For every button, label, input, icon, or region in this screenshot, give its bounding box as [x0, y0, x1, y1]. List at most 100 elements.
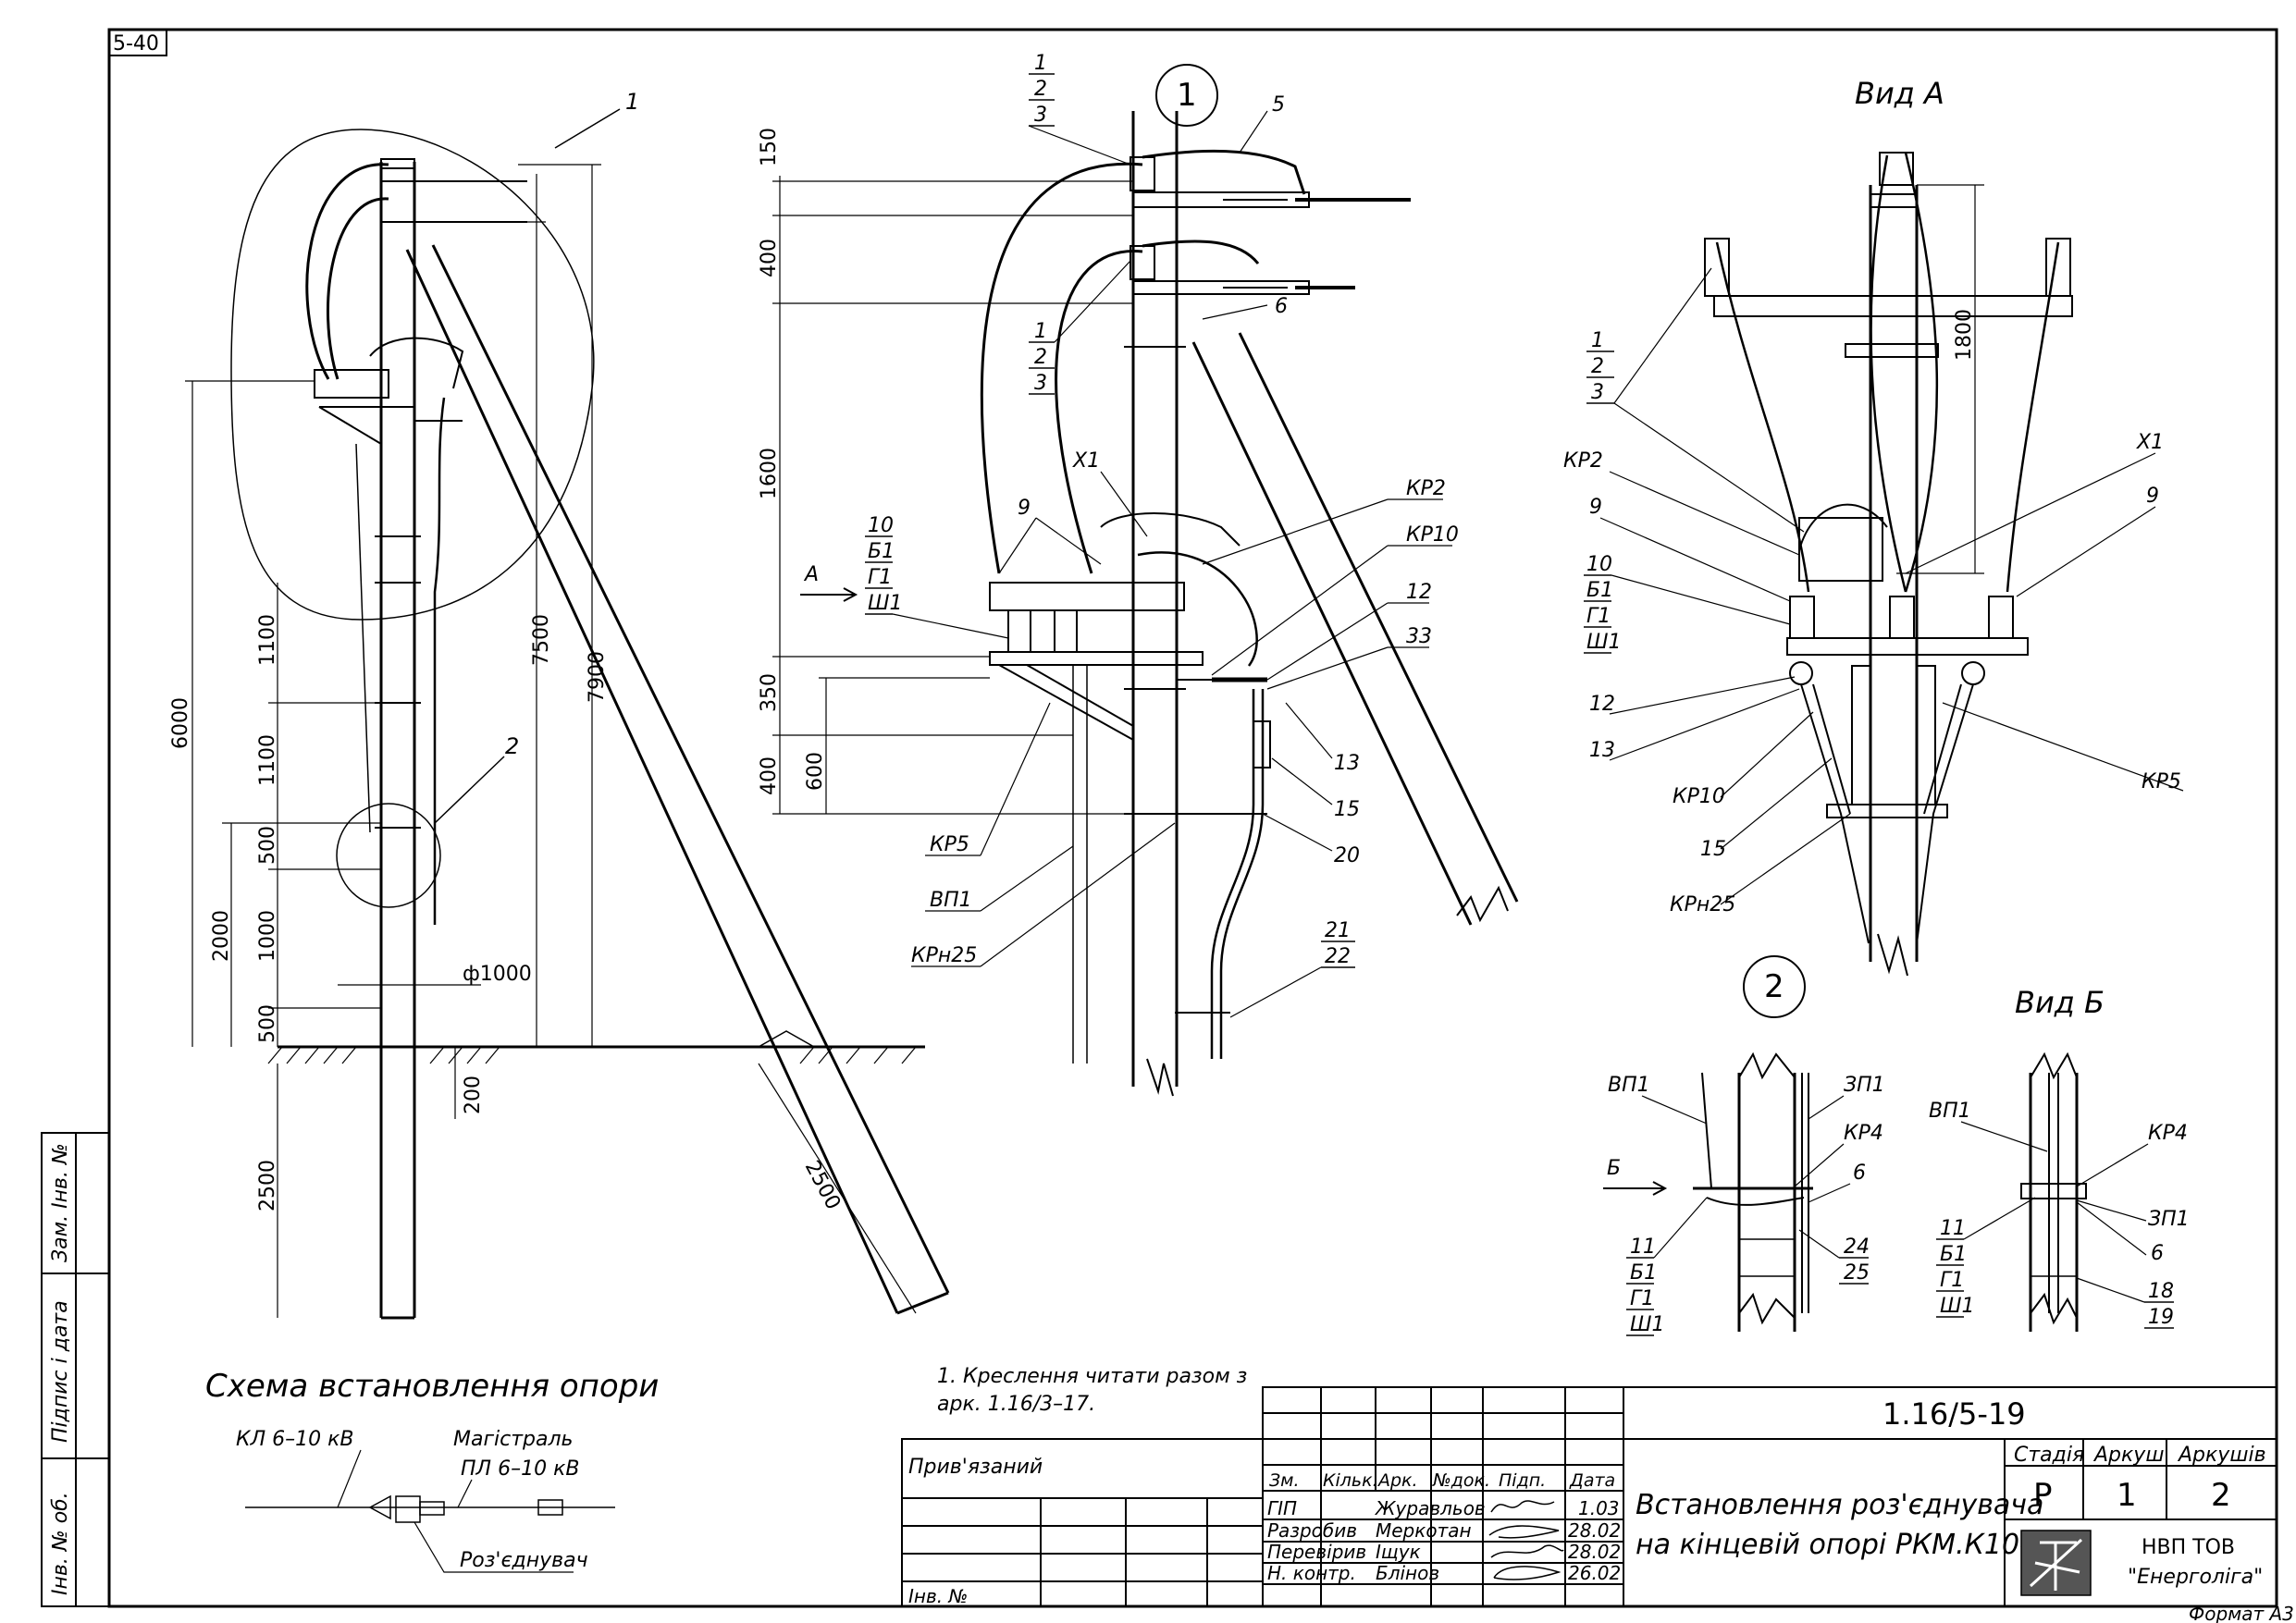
view-a-title: Вид А: [1855, 76, 1944, 111]
tb-row-3: Н. контр. Блінов 26.02: [1267, 1562, 1621, 1584]
d1-label-x1: Х1: [1072, 449, 1100, 473]
tb-date: 28.02: [1568, 1541, 1621, 1563]
detail-1-drawing: 1: [758, 52, 1519, 1097]
tb-header-kilk: Кільк.: [1323, 1470, 1378, 1491]
tb-sheet-label: Аркуш: [2092, 1444, 2164, 1467]
vb-stack-11: 11 Б1 Г1 Ш1: [1936, 1197, 2036, 1318]
vb-label-sh1: Ш1: [1940, 1295, 1975, 1318]
view-a-stack-10: 10 Б1 Г1 Ш1: [1584, 553, 1791, 654]
d2-label-b1: Б1: [1630, 1261, 1657, 1285]
scheme-disconnector-label: Роз'єднувач: [460, 1549, 588, 1572]
note-line-2: арк. 1.16/3–17.: [937, 1393, 1095, 1416]
d2-label-g1: Г1: [1630, 1287, 1654, 1310]
d1-mid-3: 3: [1034, 372, 1047, 395]
vb-label-zp1: ЗП1: [2148, 1208, 2190, 1231]
d1-dim-150: 150: [758, 128, 781, 166]
d1-left-sh1: Ш1: [868, 592, 903, 615]
view-a-drawing: Вид А: [1563, 76, 2184, 977]
d1-top-3: 3: [1034, 104, 1047, 127]
dim-7500: 7500: [530, 614, 553, 666]
dim-500-a: 500: [256, 826, 279, 865]
d1-label-kp10: КР10: [1406, 523, 1459, 547]
view-a-label-12: 12: [1589, 693, 1615, 716]
tb-header-ark: Арк.: [1376, 1470, 1418, 1491]
d1-label-9: 9: [1018, 497, 1031, 520]
sheet-code: 5-40: [113, 32, 159, 55]
d1-label-5: 5: [1272, 93, 1285, 117]
dim-7900: 7900: [586, 651, 609, 703]
tb-role: Перевірив: [1267, 1541, 1366, 1563]
view-a-label-kp5: КР5: [2142, 770, 2181, 793]
d2-label-vp1: ВП1: [1608, 1074, 1650, 1097]
tb-sheets-label: Аркушів: [2177, 1444, 2266, 1467]
view-a-label-b1: Б1: [1586, 579, 1613, 602]
installation-scheme: Схема встановлення опори КЛ 6–10 кВ Магі…: [205, 1368, 659, 1573]
tb-title-line-1: Встановлення роз'єднувача: [1636, 1489, 2043, 1521]
tb-row-1: Разробив Меркотан 28.02: [1267, 1519, 1621, 1542]
d1-mid-2: 2: [1034, 346, 1047, 369]
d2-label-kp4: КР4: [1844, 1122, 1883, 1145]
side-stamp: Зам. Інв. № Підпис і дата Інв. № об.: [41, 1132, 110, 1607]
tb-header-nodok: №док.: [1432, 1470, 1490, 1491]
d2-stack-11: 11 Б1 Г1 Ш1: [1626, 1197, 1708, 1336]
d1-dim-400-a: 400: [758, 239, 781, 277]
title-block: Прив'язаний Інв. № 1.16/5-19 Зм. Кільк. …: [901, 1386, 2277, 1607]
vb-label-vp1: ВП1: [1929, 1100, 1971, 1123]
d2-label-11: 11: [1630, 1236, 1656, 1259]
tb-role: ГІП: [1267, 1497, 1297, 1519]
vb-label-6: 6: [2151, 1242, 2164, 1265]
d1-label-21: 21: [1325, 919, 1351, 942]
tb-org-line-1: НВП ТОВ: [2142, 1536, 2235, 1559]
d1-left-10: 10: [868, 514, 894, 537]
tb-header-zm: Зм.: [1269, 1470, 1300, 1491]
d1-label-13: 13: [1334, 752, 1360, 775]
tb-sheet-value: 1: [2117, 1477, 2137, 1514]
tb-row-2: Перевірив Іщук 28.02: [1267, 1541, 1621, 1563]
tb-header-pidp: Підп.: [1499, 1470, 1546, 1491]
note-line-1: 1. Креслення читати разом з: [937, 1365, 1247, 1388]
tb-header-data: Дата: [1569, 1470, 1615, 1491]
d2-label-sh1: Ш1: [1630, 1313, 1665, 1336]
dim-500-b: 500: [256, 1004, 279, 1043]
d2-label-6: 6: [1853, 1162, 1866, 1185]
tb-name: Журавльов: [1374, 1497, 1486, 1519]
vb-label-b1: Б1: [1940, 1243, 1967, 1266]
dim-1100-b: 1100: [256, 734, 279, 786]
signature-mark: [1493, 1566, 1562, 1580]
d1-mid-1: 1: [1034, 320, 1047, 343]
d1-label-33: 33: [1406, 625, 1432, 648]
view-a-dim-1800: 1800: [1953, 309, 1976, 361]
dim-diam-1000: ф1000: [463, 963, 532, 986]
detail-1-number: 1: [1177, 77, 1197, 114]
format-label: Формат А3: [2189, 1603, 2294, 1623]
d1-top-2: 2: [1034, 78, 1047, 101]
d1-dim-400-b: 400: [758, 756, 781, 795]
signature-mark: [1490, 1544, 1564, 1558]
tb-stage-value: Р: [2033, 1477, 2053, 1514]
d1-label-12: 12: [1406, 581, 1432, 604]
org-logo: [2020, 1530, 2092, 1596]
d1-left-stack: 10 Б1 Г1 Ш1: [865, 514, 1009, 639]
d1-dim-1600: 1600: [758, 448, 781, 499]
overview-callout-2: 2: [505, 733, 519, 759]
d1-dim-350: 350: [758, 673, 781, 712]
d1-label-vp1: ВП1: [930, 889, 972, 912]
side-pidpys: Підпис і дата: [49, 1300, 72, 1443]
view-a-label-x1: Х1: [2136, 431, 2164, 454]
tb-pryviazanyi: Прив'язаний: [908, 1456, 1043, 1479]
tb-role: Разробив: [1267, 1519, 1357, 1542]
dim-200: 200: [462, 1076, 485, 1114]
scheme-magistral-label: Магістраль: [453, 1428, 574, 1451]
d1-label-6: 6: [1275, 295, 1288, 318]
d2-arrow-b-label: Б: [1607, 1157, 1621, 1180]
vb-label-11: 11: [1940, 1217, 1966, 1240]
d1-top-1: 1: [1034, 52, 1047, 75]
view-a-stack-123: 1 2 3: [1586, 267, 1805, 533]
d1-label-20: 20: [1334, 844, 1360, 867]
tb-date: 28.02: [1568, 1519, 1621, 1542]
scheme-pl-label: ПЛ 6–10 кВ: [461, 1457, 579, 1481]
scheme-title: Схема встановлення опори: [205, 1368, 659, 1405]
view-a-label-15: 15: [1700, 838, 1726, 861]
detail-2-number: 2: [1764, 968, 1784, 1005]
dim-1100-a: 1100: [256, 614, 279, 666]
